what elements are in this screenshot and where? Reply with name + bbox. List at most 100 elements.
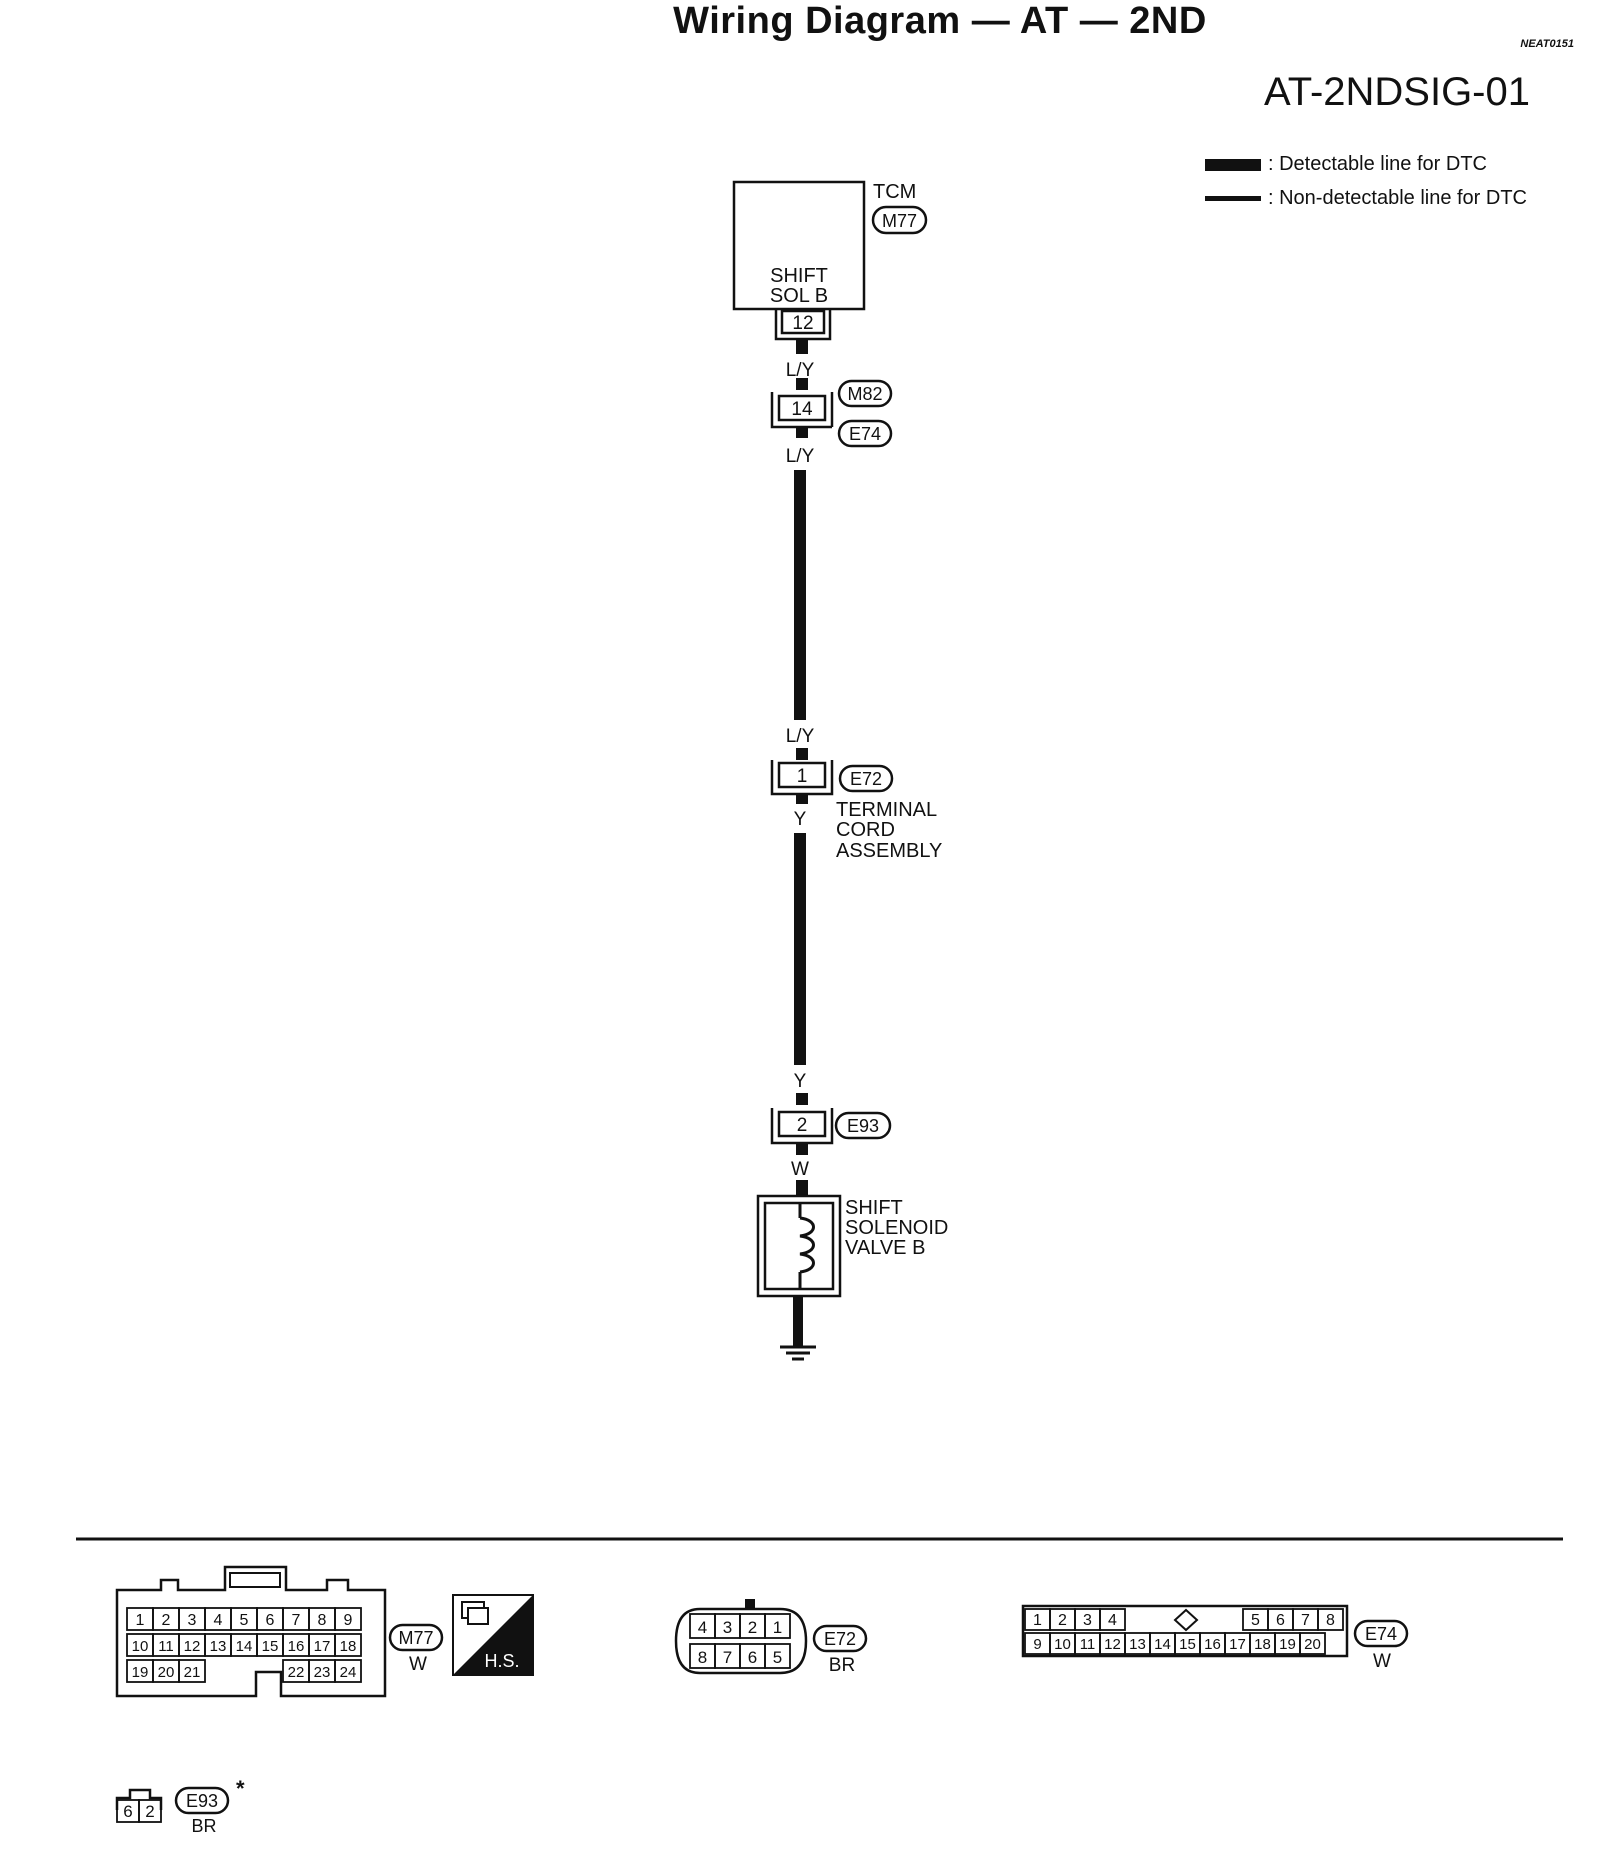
wire-segment xyxy=(796,1143,808,1155)
joint-upper-badge xyxy=(837,379,893,408)
joint-lower-badge xyxy=(837,419,893,448)
shift-solenoid-valve: SHIFT SOLENOID VALVE B xyxy=(756,1194,948,1361)
e93-color: BR xyxy=(191,1816,216,1836)
hs-icon: H.S. xyxy=(452,1594,534,1676)
m77-pin-number: 14 xyxy=(236,1638,253,1655)
wire-segments: L/Y 14 M82 E74 L/Y L/Y 1 E72 TERMINAL CO… xyxy=(770,339,942,1196)
m77-pin-number: 13 xyxy=(210,1638,227,1655)
legend-thick-line xyxy=(1205,159,1261,171)
e74-key-icon xyxy=(1173,1608,1199,1632)
tcm-terminal-number: 12 xyxy=(792,313,813,334)
tcm-connector-badge xyxy=(871,205,928,235)
e74-pin-cell xyxy=(1099,1608,1126,1631)
e72-key xyxy=(745,1599,755,1609)
e93-star: * xyxy=(236,1776,245,1801)
legend: : Detectable line for DTC : Non-detectab… xyxy=(1205,153,1527,209)
joint-terminal-number: 14 xyxy=(791,399,813,420)
m77-latch xyxy=(229,1572,281,1588)
m77-pin-number: 15 xyxy=(262,1638,279,1655)
solenoid-terminal-number: 2 xyxy=(797,1115,808,1136)
solenoid-connector-badge xyxy=(834,1111,892,1140)
m77-pin-number: 22 xyxy=(288,1664,305,1681)
terminal-cord-label-1: TERMINAL xyxy=(836,799,937,821)
m77-pin-number: 1 xyxy=(136,1612,145,1629)
ground-wire xyxy=(793,1296,803,1346)
e74-pin-number: 19 xyxy=(1279,1636,1296,1653)
e74-pin-number: 12 xyxy=(1104,1636,1121,1653)
e93-pin-cell xyxy=(138,1799,162,1823)
solenoid-connector-id: E93 xyxy=(847,1116,879,1136)
e93-badge xyxy=(174,1786,230,1815)
wire-color-label: Y xyxy=(794,1071,807,1092)
wire-color-label: Y xyxy=(794,809,807,830)
m77-pin-number: 12 xyxy=(184,1638,201,1655)
e74-badge xyxy=(1353,1619,1409,1648)
m77-color: W xyxy=(409,1654,427,1675)
joint-connector-bracket xyxy=(770,392,832,429)
e74-housing xyxy=(1021,1604,1349,1658)
e74-pin-number: 13 xyxy=(1129,1636,1146,1653)
legend-thin-line xyxy=(1205,196,1261,201)
e72-pin-cell xyxy=(764,1643,791,1669)
hs-label: H.S. xyxy=(484,1651,519,1671)
wire-color-label: L/Y xyxy=(786,726,815,747)
page-title: Wiring Diagram — AT — 2ND xyxy=(673,0,1207,42)
e74-pin-number: 4 xyxy=(1108,1612,1117,1629)
m77-badge xyxy=(388,1623,444,1652)
m77-pin-number: 24 xyxy=(340,1664,357,1681)
e74-pin-number: 18 xyxy=(1254,1636,1271,1653)
e74-pin-number: 16 xyxy=(1204,1636,1221,1653)
m77-housing xyxy=(115,1565,387,1698)
tcm-shift-label: SHIFT xyxy=(770,265,828,287)
m77-pin-number: 3 xyxy=(188,1612,197,1629)
wire-color-label: L/Y xyxy=(786,446,815,467)
tcm-label: TCM xyxy=(873,181,916,203)
e74-pin-number: 2 xyxy=(1058,1612,1067,1629)
e74-pin-number: 8 xyxy=(1326,1612,1335,1629)
e72-housing xyxy=(674,1607,808,1675)
wire-color-label: L/Y xyxy=(786,360,815,381)
e74-pin-number: 20 xyxy=(1304,1636,1321,1653)
m77-pin-number: 11 xyxy=(158,1638,174,1655)
m77-pin-number: 16 xyxy=(288,1638,305,1655)
m77-pin-number: 7 xyxy=(292,1612,301,1629)
joint-lower-id: E74 xyxy=(849,424,881,444)
e72-pin-number: 4 xyxy=(698,1618,707,1637)
e72-pin-number: 7 xyxy=(723,1648,732,1667)
m77-pin-number: 9 xyxy=(344,1612,353,1629)
wire-segment xyxy=(796,794,808,804)
e74-pin-number: 14 xyxy=(1154,1636,1171,1653)
m77-pin-number: 6 xyxy=(266,1612,275,1629)
m77-id: M77 xyxy=(398,1628,433,1648)
e93-pin-number: 6 xyxy=(123,1802,132,1821)
e74-pin-number: 3 xyxy=(1083,1612,1092,1629)
m77-pin-number: 23 xyxy=(314,1664,331,1681)
e74-pin-number: 9 xyxy=(1033,1636,1041,1653)
m77-pin-number: 4 xyxy=(214,1612,223,1629)
m77-pin-cell xyxy=(334,1607,362,1631)
e72-color: BR xyxy=(829,1655,855,1676)
tcm-module: TCM M77 SHIFT SOL B 12 xyxy=(732,180,928,341)
e72-pin-number: 5 xyxy=(773,1648,782,1667)
solenoid-label-1: SHIFT xyxy=(845,1197,903,1219)
m77-pin-number: 19 xyxy=(132,1664,149,1681)
e93-pin-number: 2 xyxy=(145,1802,154,1821)
m77-pin-cell xyxy=(334,1633,362,1657)
e72-pin-number: 2 xyxy=(748,1618,757,1637)
wire-segment xyxy=(796,1093,808,1105)
e74-id: E74 xyxy=(1365,1624,1397,1644)
m77-pin-number: 20 xyxy=(158,1664,175,1681)
e74-color: W xyxy=(1373,1651,1391,1672)
terminal-cord-number: 1 xyxy=(797,766,808,787)
wire-segment xyxy=(794,470,806,720)
e72-pin-number: 1 xyxy=(773,1618,782,1637)
legend-non-detectable: : Non-detectable line for DTC xyxy=(1268,187,1527,209)
m77-pin-cell xyxy=(334,1659,362,1683)
m77-pin-number: 17 xyxy=(314,1638,331,1655)
terminal-cord-badge xyxy=(838,764,894,793)
